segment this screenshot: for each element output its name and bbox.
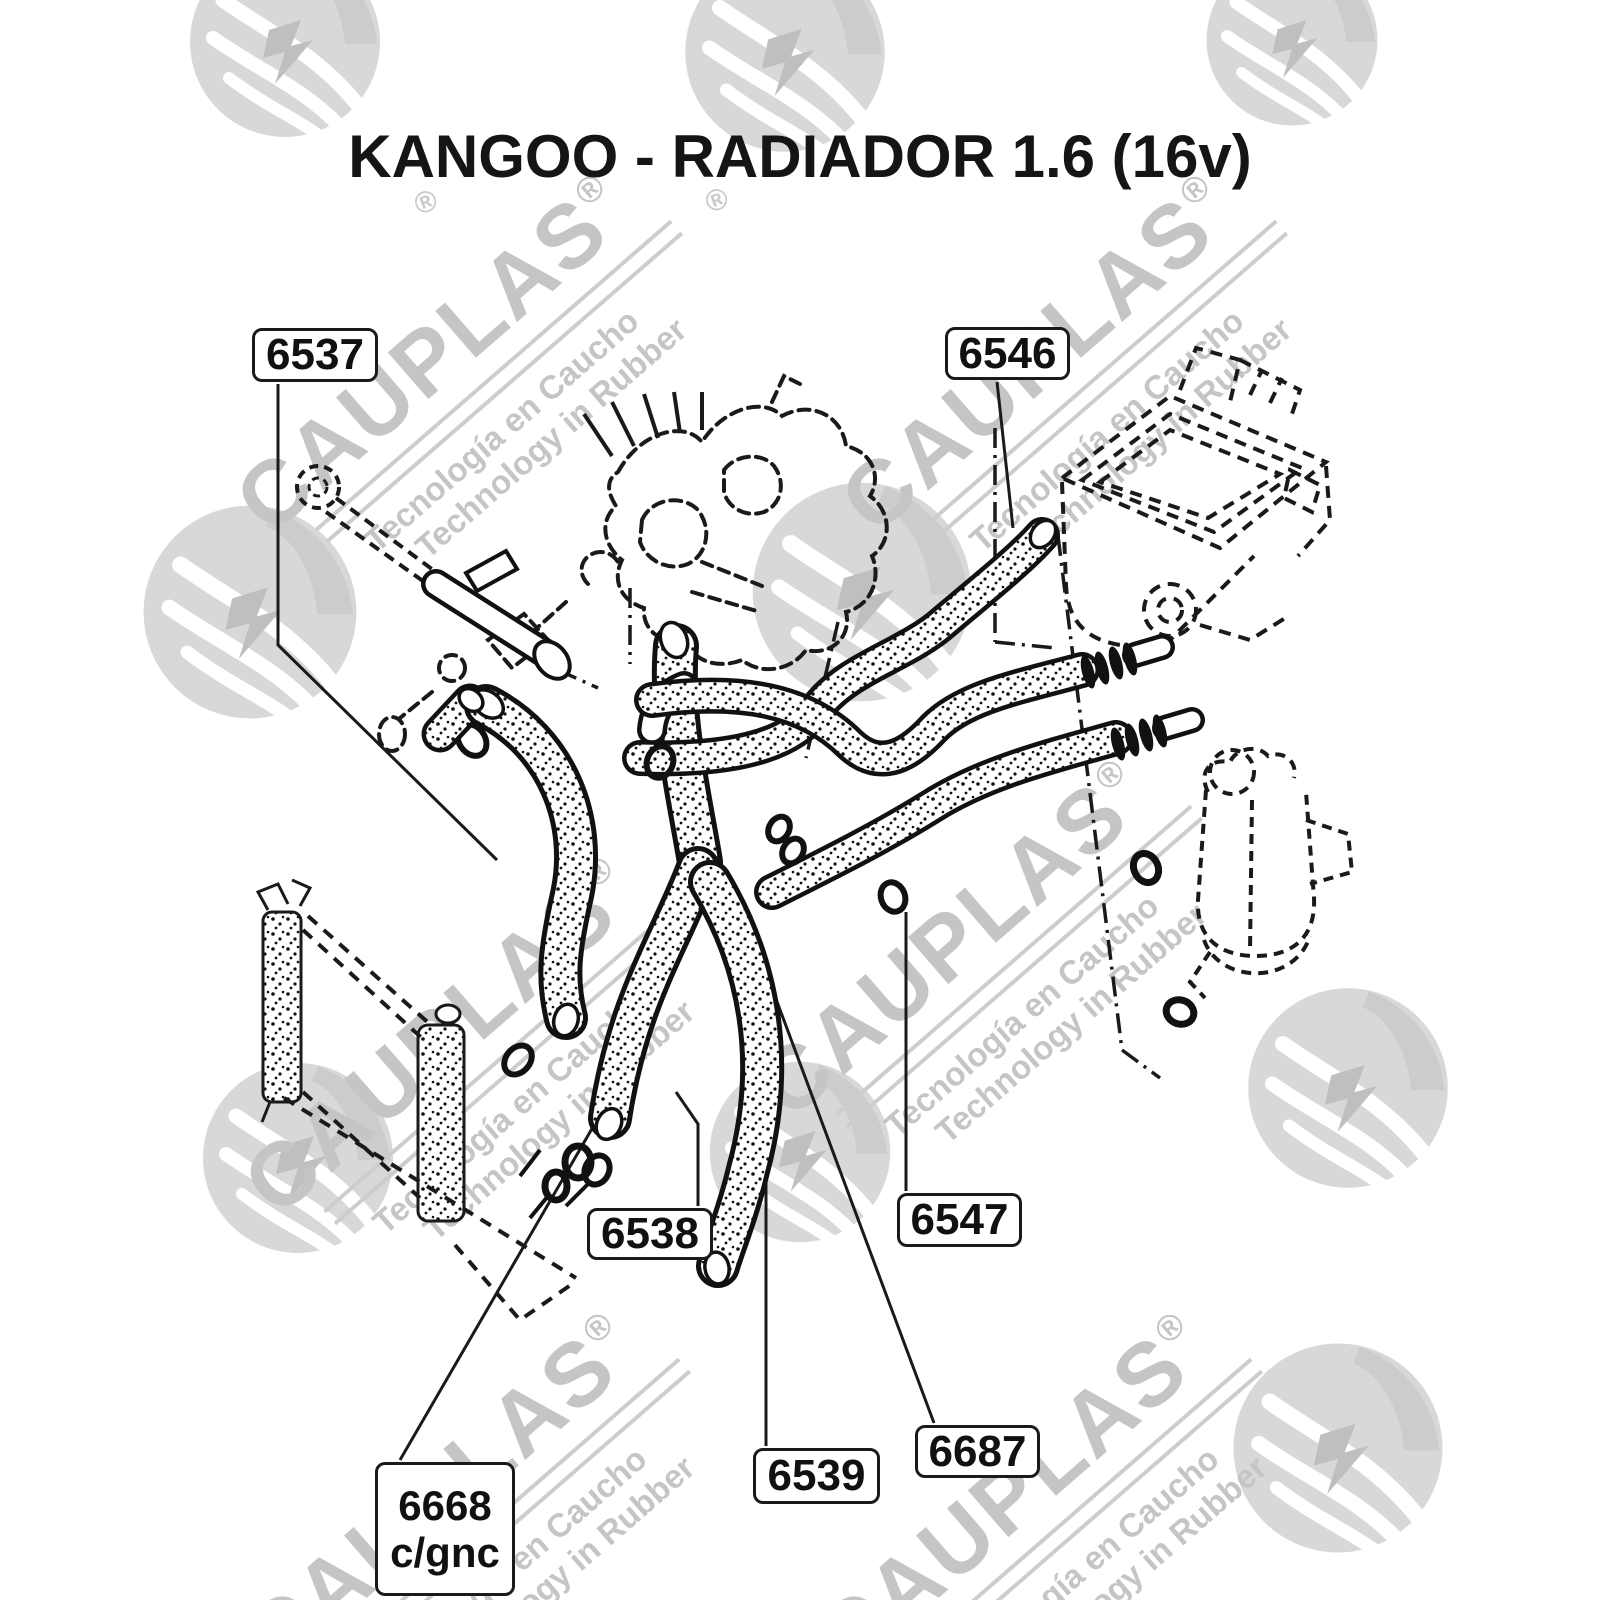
corrugated-fitting	[1080, 634, 1175, 689]
hose-clamp	[1162, 996, 1198, 1028]
leader-6537	[276, 384, 499, 862]
expansion-tank-sketch	[1187, 746, 1355, 1000]
clamp-screw	[564, 1182, 590, 1208]
heater-unit-sketch	[1058, 345, 1333, 655]
part-label-6687: 6687	[915, 1425, 1040, 1478]
part-label-6539: 6539	[753, 1448, 880, 1504]
leader-6546	[995, 381, 1015, 529]
diagram-title: KANGOO - RADIADOR 1.6 (16v)	[348, 123, 1252, 190]
hose-end-caps	[457, 518, 1058, 1286]
corrugated-fitting	[1110, 707, 1205, 761]
part-label-6547: 6547	[897, 1193, 1022, 1247]
leader-lines	[276, 381, 1015, 1461]
part-label-6538: 6538	[587, 1208, 713, 1260]
hose-clamps	[501, 743, 909, 1188]
radiator-sketch	[255, 878, 595, 1323]
leader-6687	[755, 947, 936, 1424]
part-label-6537: 6537	[252, 328, 378, 382]
engine-hatch-marks	[582, 391, 704, 458]
hose-clamp	[1129, 849, 1163, 887]
part-label-6668: 6668 c/gnc	[375, 1462, 515, 1596]
leader-6538	[674, 1091, 700, 1206]
part-label-6546: 6546	[945, 327, 1070, 380]
